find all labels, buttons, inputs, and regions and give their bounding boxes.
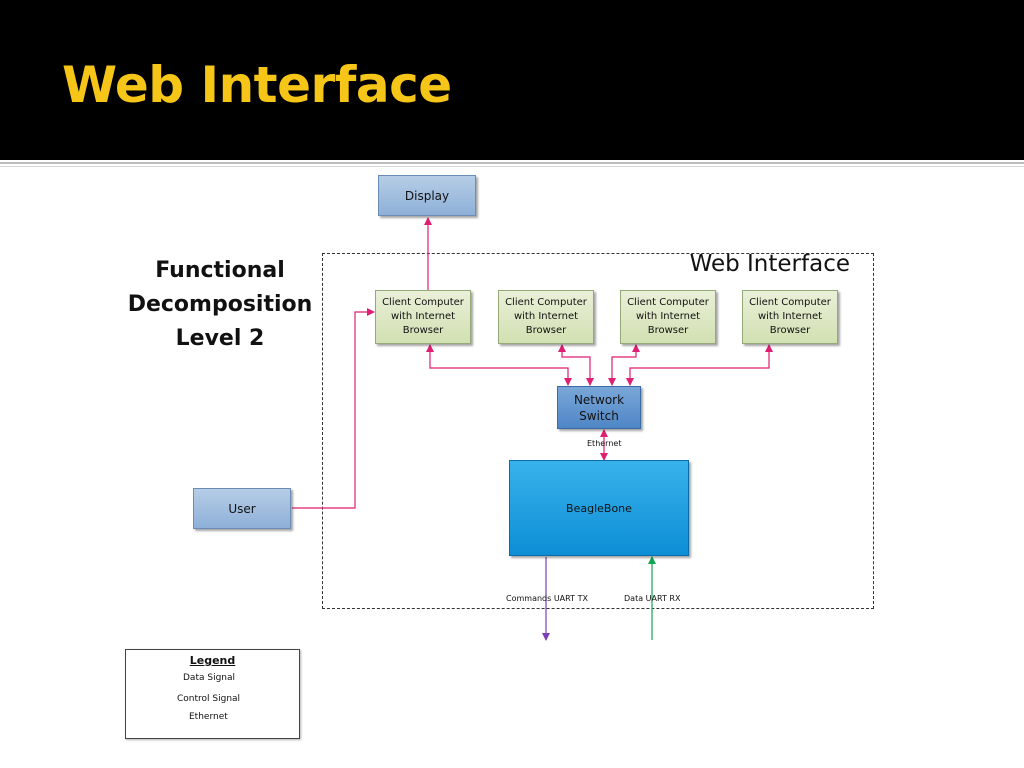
ethernet-edge-label: Ethernet xyxy=(587,439,622,448)
heading-line-3: Level 2 xyxy=(175,326,265,351)
title-bar: Web Interface xyxy=(0,0,1024,160)
client-computer-2: Client Computer with Internet Browser xyxy=(498,290,594,344)
network-switch-line-2: Switch xyxy=(579,408,619,423)
client-4-line-2: with Internet xyxy=(757,311,823,322)
client-4-line-1: Client Computer xyxy=(749,297,831,308)
web-interface-boundary xyxy=(322,253,874,609)
client-3-line-1: Client Computer xyxy=(627,297,709,308)
client-computer-4: Client Computer with Internet Browser xyxy=(742,290,838,344)
client-1-line-1: Client Computer xyxy=(382,297,464,308)
edge-client3-switch xyxy=(608,344,640,386)
network-switch-box: Network Switch xyxy=(557,386,641,429)
client-2-line-1: Client Computer xyxy=(505,297,587,308)
edge-client4-switch xyxy=(626,344,773,386)
edge-user-client1 xyxy=(292,308,375,509)
legend-data-signal: Data Signal xyxy=(182,673,236,683)
heading-line-2: Decomposition xyxy=(127,292,313,317)
commands-uart-label: Commands UART TX xyxy=(506,594,588,603)
user-box: User xyxy=(193,488,291,529)
client-2-line-3: Browser xyxy=(525,325,567,336)
slide-title: Web Interface xyxy=(62,56,452,114)
network-switch-line-1: Network xyxy=(573,392,625,407)
legend-control-signal: Control Signal xyxy=(176,694,242,704)
client-1-line-2: with Internet xyxy=(390,311,456,322)
boundary-label: Web Interface xyxy=(689,251,850,277)
edge-client1-switch xyxy=(426,344,572,386)
client-computer-3: Client Computer with Internet Browser xyxy=(620,290,716,344)
display-box: Display xyxy=(378,175,476,216)
heading-line-1: Functional xyxy=(155,258,285,283)
client-3-line-2: with Internet xyxy=(635,311,701,322)
title-divider xyxy=(0,162,1024,164)
legend-title: Legend xyxy=(189,654,236,667)
client-4-line-3: Browser xyxy=(769,325,811,336)
data-uart-label: Data UART RX xyxy=(624,594,681,603)
diagram-heading: Functional Decomposition Level 2 xyxy=(120,254,320,356)
edge-client2-switch xyxy=(558,344,594,386)
title-divider-thin xyxy=(0,166,1024,167)
legend-ethernet: Ethernet xyxy=(188,712,229,722)
client-3-line-3: Browser xyxy=(647,325,689,336)
beaglebone-box: BeagleBone xyxy=(509,460,689,556)
client-computer-1: Client Computer with Internet Browser xyxy=(375,290,471,344)
client-2-line-2: with Internet xyxy=(513,311,579,322)
client-1-line-3: Browser xyxy=(402,325,444,336)
